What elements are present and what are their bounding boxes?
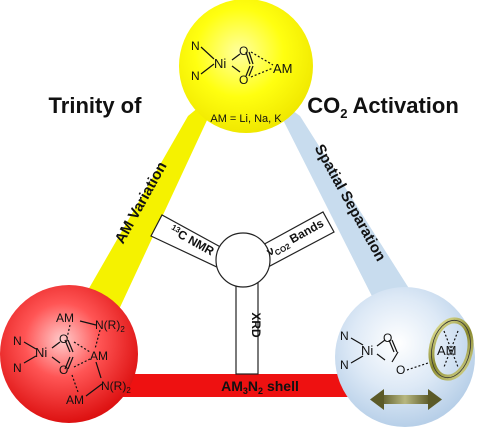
svg-text:N(R)2: N(R)2	[95, 318, 125, 334]
edge-band-bottom	[75, 374, 378, 397]
node-top: N N Ni O O AM AM = Li, Na, K	[179, 0, 313, 133]
double-arrow-icon	[370, 389, 442, 410]
title-left: Trinity of	[49, 93, 143, 118]
svg-text:O: O	[396, 363, 405, 377]
svg-text:Ni: Ni	[214, 56, 226, 71]
svg-text:O: O	[59, 363, 68, 377]
edge-band-left	[76, 88, 222, 331]
svg-text:N(R)2: N(R)2	[101, 379, 131, 395]
svg-text:N: N	[191, 69, 200, 83]
svg-text:AM: AM	[437, 343, 457, 358]
svg-text:Ni: Ni	[35, 345, 47, 360]
svg-text:N: N	[340, 329, 349, 343]
node-left: N N Ni O O AM N(R)2 AM N(R)2 AM	[0, 285, 138, 423]
svg-text:AM: AM	[90, 349, 108, 363]
svg-text:N: N	[191, 39, 200, 53]
svg-text:N: N	[13, 361, 22, 375]
edge-band-right	[270, 94, 422, 330]
svg-text:AM: AM	[56, 311, 74, 325]
svg-text:Ni: Ni	[361, 343, 373, 358]
svg-text:AM: AM	[66, 393, 84, 407]
node-right: N N Ni O O AM	[335, 287, 475, 427]
svg-text:O: O	[59, 332, 68, 346]
svg-text:O: O	[383, 331, 392, 345]
top-node-caption: AM = Li, Na, K	[210, 113, 282, 125]
svg-text:N: N	[340, 358, 349, 372]
svg-text:AM: AM	[273, 61, 293, 76]
edge-label-bottom: AM3N2 shell	[221, 378, 299, 396]
svg-text:N: N	[13, 334, 22, 348]
svg-text:O: O	[239, 73, 248, 87]
center-node	[215, 232, 271, 288]
spokes	[150, 211, 335, 375]
svg-text:O: O	[239, 44, 248, 58]
spoke-label-xrd: XRD	[249, 312, 263, 338]
